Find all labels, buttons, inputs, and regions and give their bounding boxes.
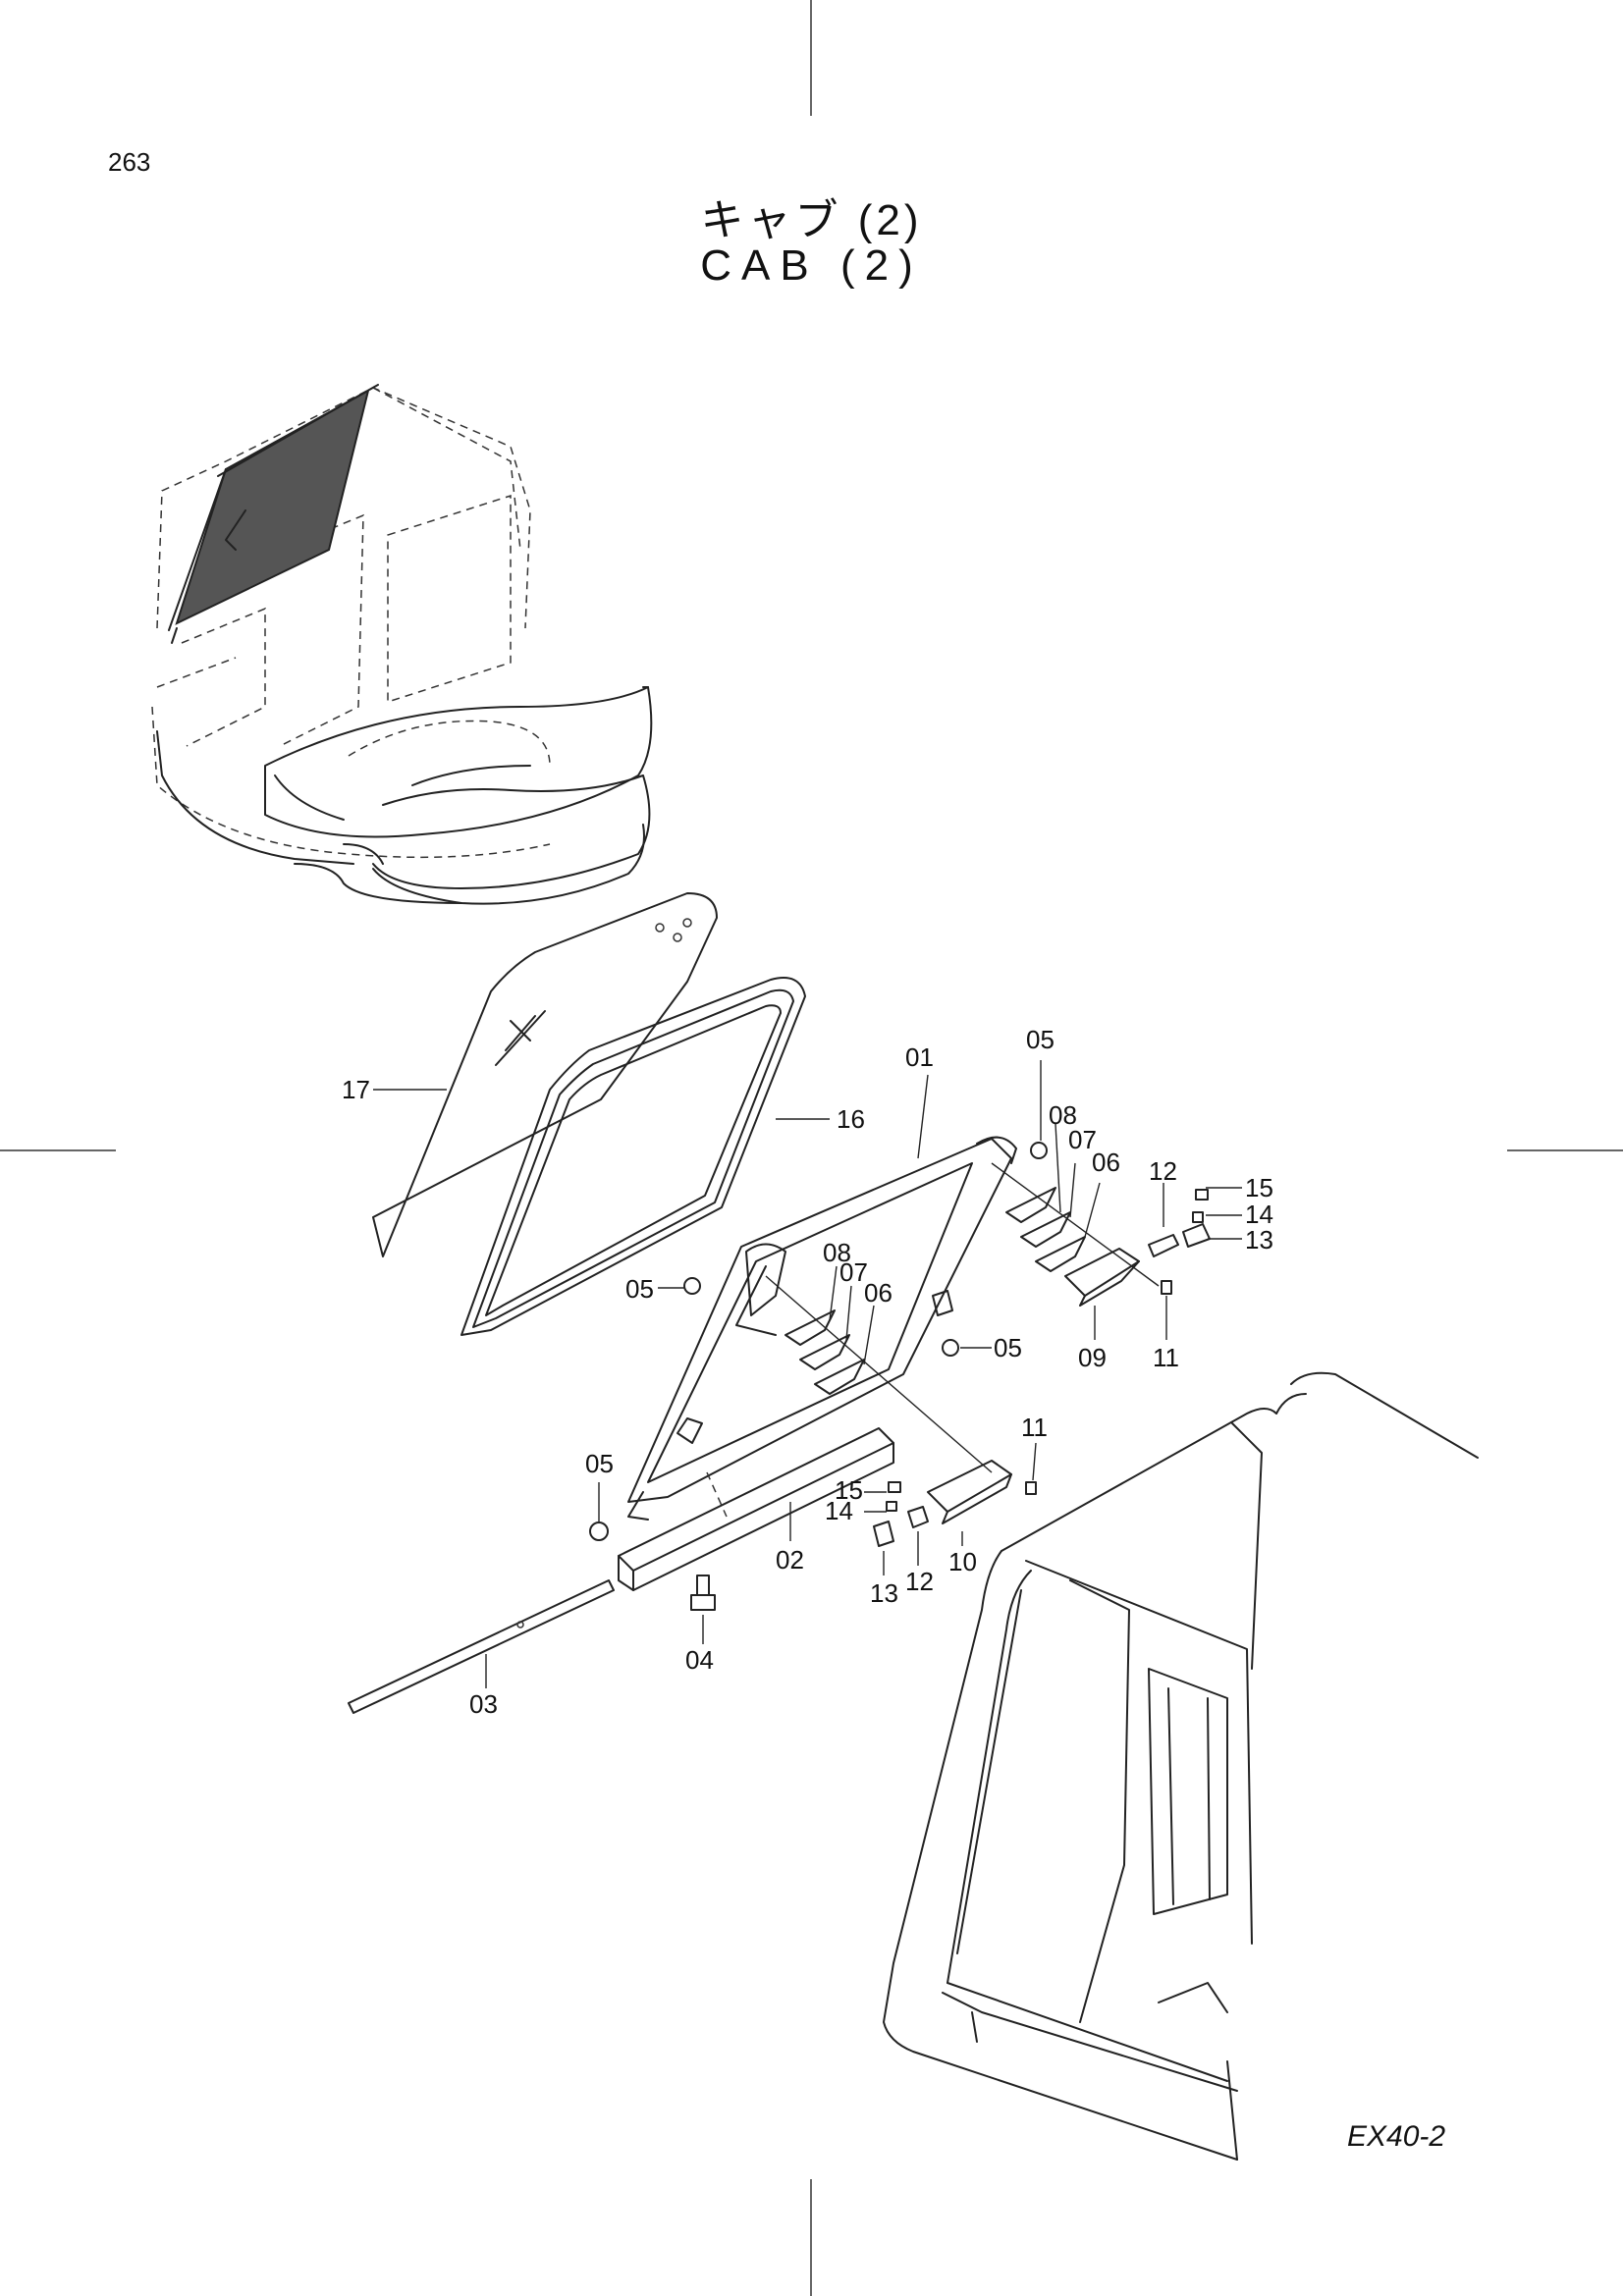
callout-11-upper: 11 <box>1153 1343 1179 1372</box>
latch-assembly-part-10 <box>927 1460 1012 1524</box>
callout-06-lower: 06 <box>864 1278 893 1308</box>
callout-14-upper: 14 <box>1245 1200 1273 1229</box>
callout-10: 10 <box>948 1547 977 1576</box>
callout-05-top: 05 <box>1026 1025 1055 1054</box>
model-code: EX40-2 <box>1347 2120 1446 2153</box>
callout-14-lower: 14 <box>825 1496 853 1525</box>
latch-assembly-part-09 <box>1064 1248 1140 1307</box>
callout-06-upper: 06 <box>1092 1148 1120 1177</box>
callout-08-lower: 08 <box>823 1238 851 1267</box>
callout-17: 17 <box>342 1075 370 1104</box>
callout-04: 04 <box>685 1645 714 1675</box>
page-number: 263 <box>108 147 151 177</box>
frame-part-01 <box>627 1136 1017 1521</box>
callout-07-lower: 07 <box>839 1257 868 1287</box>
callout-13-upper: 13 <box>1245 1225 1273 1255</box>
callout-02: 02 <box>776 1545 804 1575</box>
spacer-parts-05 <box>589 1142 1048 1541</box>
callout-05-left: 05 <box>625 1274 654 1304</box>
bolt-part-04 <box>690 1575 716 1611</box>
page-title-japanese: キャブ (2) <box>700 196 923 244</box>
callout-15-upper: 15 <box>1245 1173 1273 1202</box>
guide-parts-06-07-08 <box>784 1187 1086 1395</box>
callout-08-upper: 08 <box>1049 1100 1077 1130</box>
callout-12-lower: 12 <box>905 1567 934 1596</box>
callout-15-lower: 15 <box>835 1475 863 1505</box>
callout-labels: 17 16 01 05 08 07 06 12 15 14 13 05 08 0… <box>342 1025 1273 1719</box>
callout-03: 03 <box>469 1689 498 1719</box>
rail-part-02 <box>618 1427 894 1591</box>
glass-panel-part-17 <box>372 892 718 1257</box>
strip-part-03 <box>348 1579 615 1714</box>
cab-overview-illustration <box>151 384 653 905</box>
callout-16: 16 <box>837 1104 865 1134</box>
callout-13-lower: 13 <box>870 1578 898 1608</box>
bolt-parts-11 <box>1025 1280 1172 1495</box>
weather-strip-part-16 <box>460 977 806 1336</box>
page-title-english: CAB (2) <box>700 241 923 290</box>
cab-body-outline <box>883 1371 1479 2161</box>
leader-lines <box>373 1060 1242 1688</box>
callout-05-right: 05 <box>994 1333 1022 1362</box>
callout-01: 01 <box>905 1042 934 1072</box>
callout-11-lower: 11 <box>1021 1413 1048 1442</box>
callout-09: 09 <box>1078 1343 1107 1372</box>
callout-07-upper: 07 <box>1068 1125 1097 1154</box>
callout-12-upper: 12 <box>1149 1156 1177 1186</box>
callout-05-bottom: 05 <box>585 1449 614 1478</box>
